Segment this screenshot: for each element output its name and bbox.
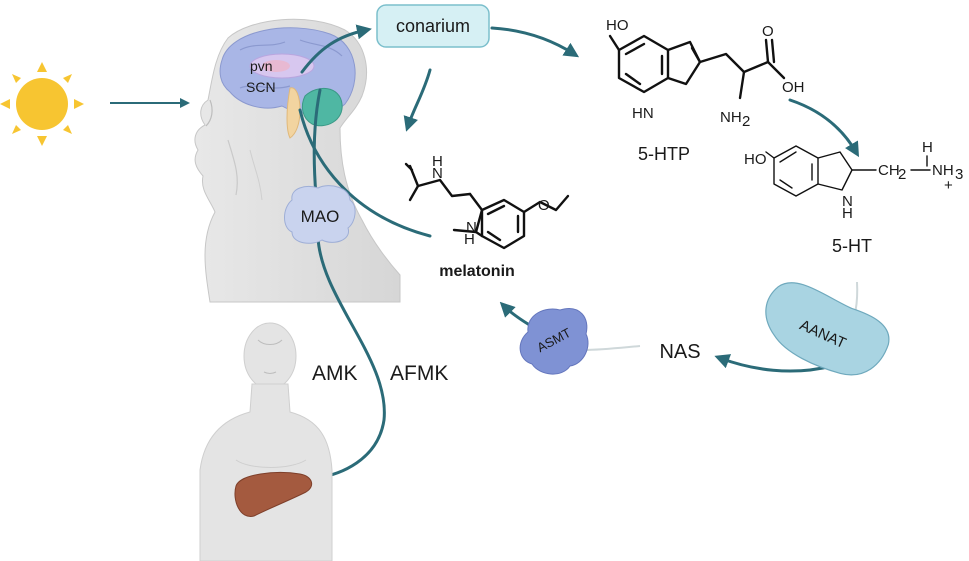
- ht-ch2-a: CH: [878, 162, 900, 179]
- scn-label: SCN: [246, 79, 276, 95]
- ht-plus: +: [944, 177, 953, 194]
- mel-h: H: [432, 153, 443, 170]
- pvn-label: pvn: [250, 58, 273, 74]
- ht-nh3: NH: [932, 162, 954, 179]
- htp-ho: HO: [606, 17, 629, 34]
- htp-hn: HN: [632, 105, 654, 122]
- amk-label: AMK: [312, 362, 358, 385]
- arrow-aanat-to-nas: [714, 354, 834, 373]
- nas-label: NAS: [659, 341, 700, 363]
- ht-ho: HO: [744, 151, 767, 168]
- ht-label: 5-HT: [832, 236, 872, 256]
- connector-nas-asmt: [583, 345, 641, 351]
- afmk-label: AFMK: [390, 362, 448, 385]
- arrow-conarium-to-melatonin: [403, 68, 432, 132]
- ht-n: N: [842, 193, 853, 210]
- mel-o: O: [538, 197, 550, 214]
- arrow-mao-down: [310, 236, 386, 485]
- arrow-scn-to-melatonin: [298, 108, 432, 238]
- melatonin-molecule: [404, 162, 570, 250]
- arrow-brain-to-conarium: [300, 24, 372, 74]
- sun-icon: [0, 62, 84, 146]
- htp-nh2-sub: 2: [742, 113, 750, 130]
- htp-o: O: [762, 23, 774, 40]
- asmt-enzyme: ASMT: [519, 308, 589, 375]
- mel-ring-n: N: [466, 219, 477, 236]
- htp-label: 5-HTP: [638, 144, 690, 164]
- conarium-label: conarium: [396, 16, 470, 36]
- aanat-enzyme: AANAT: [765, 282, 890, 376]
- liver: [234, 472, 313, 517]
- mel-n: N: [432, 165, 443, 182]
- mao-label: MAO: [301, 207, 340, 226]
- body-illustration: [199, 322, 333, 561]
- ht-nh: H: [842, 205, 853, 222]
- ht-ch2-a-sub: 2: [898, 166, 906, 183]
- htp-nh2: NH: [720, 109, 742, 126]
- ht-nh3-sub: 3: [955, 166, 963, 183]
- mao-enzyme: MAO: [284, 185, 356, 244]
- htp-oh: OH: [782, 79, 805, 96]
- htp-molecule: [608, 34, 786, 100]
- melatonin-label: melatonin: [439, 263, 515, 280]
- ht-molecule: [765, 145, 931, 197]
- arrow-htp-to-ht: [788, 98, 860, 158]
- conarium-box: conarium: [376, 4, 490, 48]
- ht-h-top: H: [922, 139, 933, 156]
- head-illustration: [194, 18, 401, 303]
- arrow-conarium-to-htp: [490, 26, 580, 58]
- mel-ring-h: H: [464, 231, 475, 248]
